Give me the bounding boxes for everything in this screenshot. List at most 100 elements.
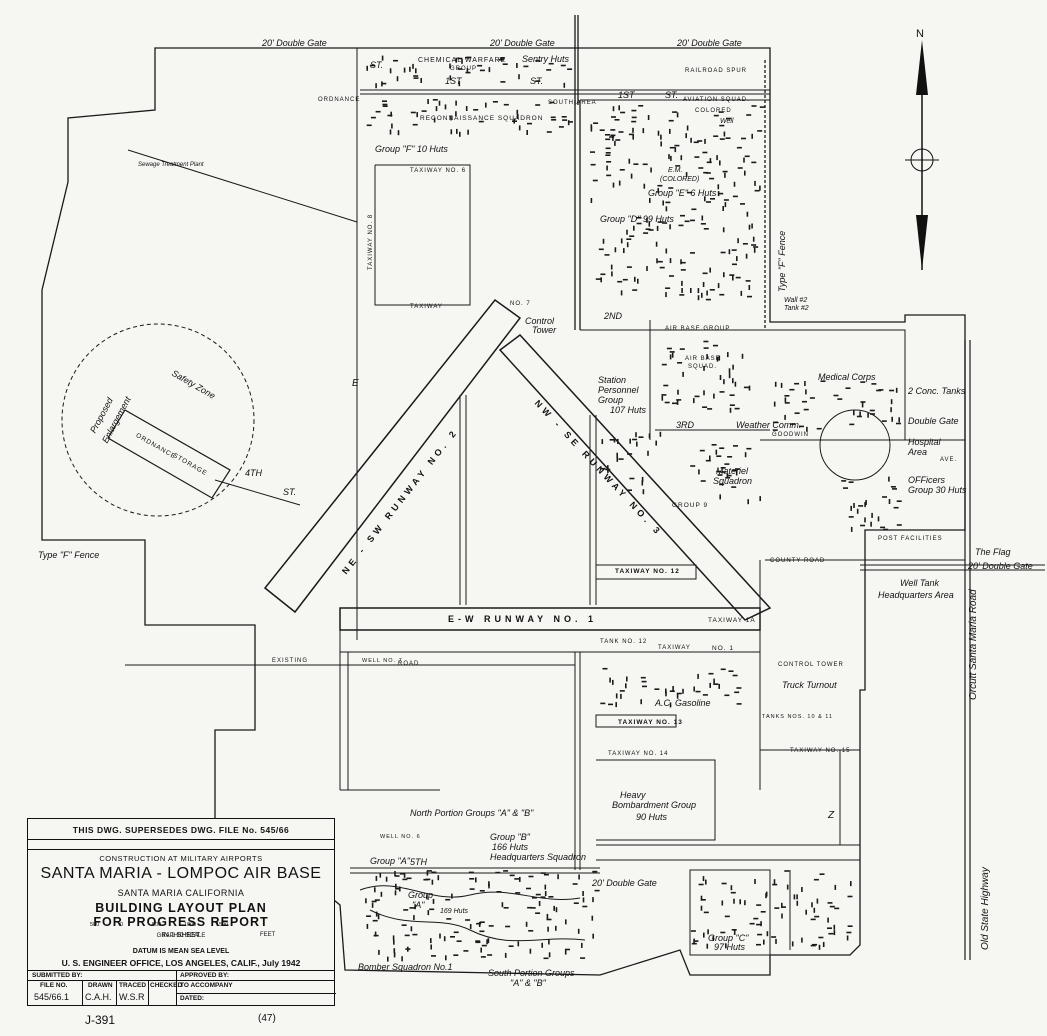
building-hut [740, 290, 743, 296]
building-hut [387, 956, 389, 962]
building-hut [713, 393, 715, 399]
taxiway-13-label: TAXIWAY NO. 13 [618, 719, 683, 726]
group-b-label: Group "B" [490, 832, 530, 842]
building-hut [665, 248, 668, 254]
approved-label: APPROVED BY: [180, 972, 229, 979]
building-hut [605, 138, 611, 141]
building-hut [429, 908, 435, 911]
building-hut [638, 436, 644, 438]
building-hut [819, 873, 825, 875]
existing-label: EXISTING [272, 658, 309, 664]
building-hut [505, 925, 511, 928]
building-hut [809, 397, 815, 399]
building-hut [615, 702, 617, 708]
building-hut [676, 399, 682, 401]
building-hut [572, 883, 578, 885]
scale-tick-1: 0 [120, 922, 124, 928]
building-dots [365, 55, 902, 962]
building-hut [848, 481, 854, 483]
building-hut [609, 677, 611, 683]
building-hut [616, 456, 619, 462]
building-hut [508, 945, 514, 947]
building-hut [648, 229, 654, 231]
building-hut [416, 112, 418, 118]
building-hut [837, 398, 843, 400]
building-hut [794, 412, 800, 414]
building-hut [431, 955, 436, 957]
building-hut [605, 154, 611, 156]
building-hut [705, 459, 711, 462]
building-hut [743, 386, 749, 389]
building-hut [669, 275, 674, 277]
well-tank-label: Well Tank [900, 578, 940, 588]
building-hut [754, 180, 756, 186]
building-hut [607, 465, 609, 471]
building-hut [680, 269, 686, 271]
building-hut [763, 939, 765, 945]
building-hut [847, 895, 853, 898]
building-hut [896, 500, 902, 502]
taxiway-7-label: NO. 7 [510, 301, 531, 307]
building-hut [719, 138, 725, 140]
conc-tanks-label: 2 Conc. Tanks [908, 386, 966, 396]
building-hut [479, 930, 485, 933]
building-hut [833, 394, 839, 397]
building-hut [611, 271, 613, 277]
building-hut [609, 439, 615, 441]
scale-label: GRAPHIC SCALE [156, 933, 206, 939]
building-hut [519, 876, 521, 882]
traced-value: W.S.R [119, 992, 145, 1002]
building-hut [473, 109, 479, 111]
building-hut [504, 952, 507, 958]
building-hut [591, 915, 594, 921]
building-hut [850, 505, 852, 511]
third-st-label: 3RD [676, 420, 695, 430]
aviation-squad-label: AVIATION SQUAD. [683, 97, 750, 103]
building-hut [799, 425, 804, 428]
building-hut [682, 371, 684, 377]
building-hut [476, 922, 482, 925]
building-hut [803, 408, 809, 411]
building-hut [805, 909, 807, 915]
heavy-bomb-label: Bombardment Group [612, 800, 697, 810]
building-hut [630, 173, 633, 179]
building-hut [774, 907, 780, 909]
building-hut [871, 383, 877, 385]
well-7-label: WELL NO. 7 [362, 658, 403, 664]
building-hut [705, 879, 707, 885]
building-hut [656, 258, 658, 264]
building-hut [786, 884, 789, 890]
building-hut [546, 913, 549, 919]
building-hut [756, 943, 761, 946]
building-hut [816, 898, 819, 904]
building-hut [615, 139, 621, 141]
county-road-label: COUNTY ROAD [770, 558, 826, 564]
building-hut [772, 883, 778, 886]
construction-subtitle: CONSTRUCTION AT MILITARY AIRPORTS [99, 854, 263, 863]
building-hut [680, 261, 686, 264]
building-hut [719, 160, 721, 166]
building-hut [407, 946, 409, 952]
building-hut [468, 871, 474, 874]
building-hut [590, 198, 593, 203]
building-hut [715, 449, 718, 455]
building-hut [475, 877, 477, 883]
building-hut [813, 907, 816, 913]
building-hut [449, 75, 452, 81]
building-hut [558, 126, 564, 128]
building-hut [430, 938, 432, 944]
building-hut [617, 438, 619, 444]
building-hut [822, 942, 825, 947]
building-hut [740, 203, 745, 205]
building-hut [618, 131, 624, 133]
building-hut [686, 191, 692, 194]
building-hut [703, 911, 709, 914]
well-3-label: Well [720, 118, 734, 125]
building-hut [403, 67, 406, 73]
building-hut [620, 238, 623, 244]
building-hut [805, 389, 807, 395]
building-hut [812, 943, 818, 946]
building-hut [746, 211, 749, 217]
building-hut [732, 364, 734, 370]
building-hut [543, 957, 549, 960]
